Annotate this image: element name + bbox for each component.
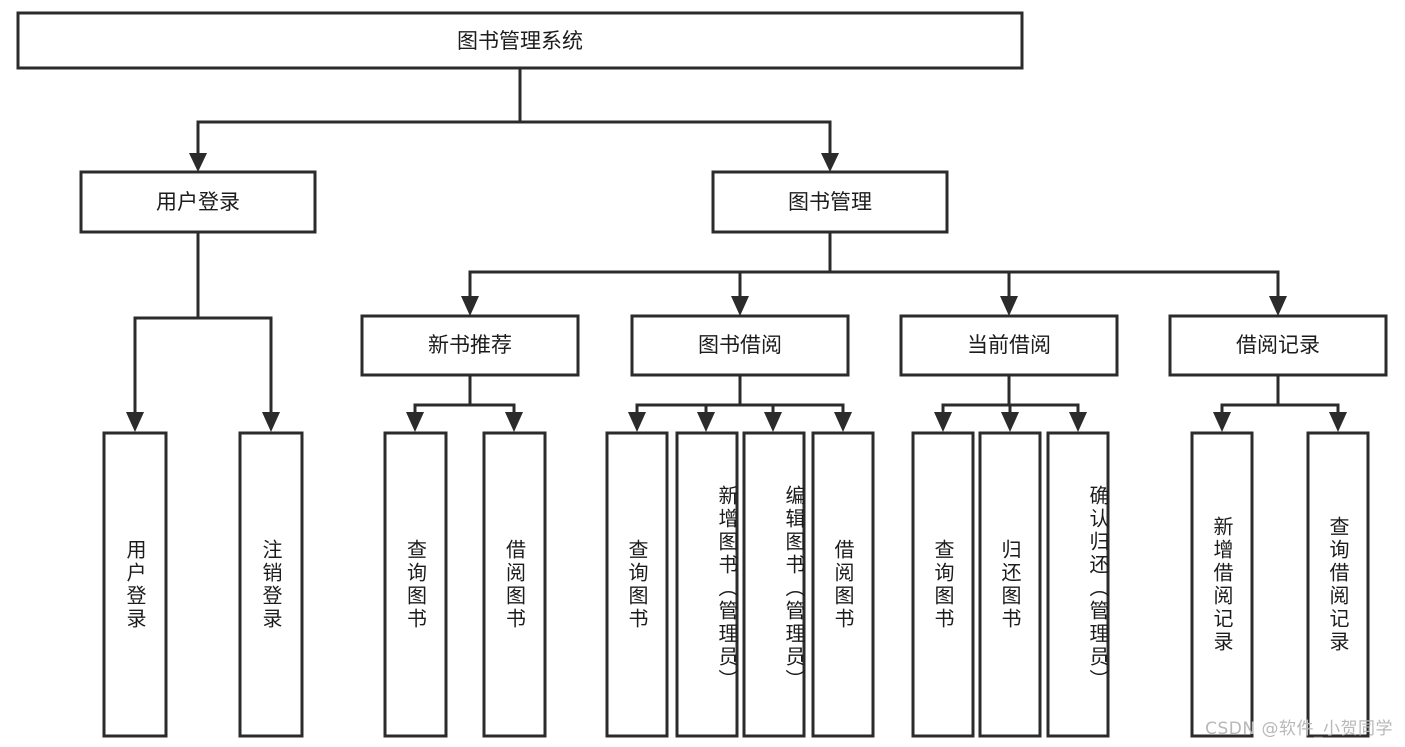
- node-box-leaf-records-0[interactable]: [1190, 431, 1254, 738]
- arrowhead-current-leaf-1: [1001, 412, 1019, 432]
- node-box-leaf-user-login-1[interactable]: [238, 431, 304, 738]
- node-box-leaf-new-books-0[interactable]: [383, 431, 448, 738]
- node-box-leaf-borrow-2[interactable]: [742, 431, 806, 738]
- node-box-book-manage[interactable]: [711, 170, 949, 234]
- node-box-book-borrow[interactable]: [630, 314, 850, 377]
- node-box-leaf-current-0[interactable]: [911, 431, 975, 738]
- node-label-user-login: 用户登录: [156, 190, 240, 214]
- arrowhead-borrow-leaf-3: [834, 412, 852, 432]
- arrowhead-root-to-books: [821, 153, 839, 172]
- arrowhead-borrow-leaf-0: [628, 412, 646, 432]
- node-box-current-borrow[interactable]: [899, 314, 1119, 377]
- arrowhead-records-leaf-1: [1329, 412, 1347, 432]
- connector-layer: [126, 66, 1347, 432]
- arrowhead-records-leaf-0: [1213, 412, 1231, 432]
- node-label-current-borrow: 当前借阅: [967, 333, 1051, 357]
- node-layer: 图书管理系统 用户登录 图书管理 新书推荐 图书借阅 当前借阅 借阅记录: [16, 11, 1388, 738]
- arrowhead-newbooks-leaf-1: [505, 412, 523, 432]
- arrowhead-books-to-l3-3: [1269, 296, 1287, 316]
- arrowhead-root-to-user: [189, 153, 207, 172]
- arrowhead-books-to-l3-0: [461, 296, 479, 316]
- node-label-borrow-records: 借阅记录: [1236, 333, 1320, 357]
- arrowhead-borrow-leaf-1: [697, 412, 715, 432]
- node-box-borrow-records[interactable]: [1168, 314, 1388, 377]
- node-label-new-books: 新书推荐: [428, 333, 512, 357]
- arrowhead-user-leaf-0: [126, 412, 144, 432]
- arrowhead-current-leaf-0: [934, 412, 952, 432]
- node-box-leaf-current-2[interactable]: [1046, 431, 1110, 738]
- node-box-leaf-user-login-0[interactable]: [102, 431, 168, 738]
- node-box-leaf-borrow-3[interactable]: [811, 431, 875, 738]
- node-box-leaf-records-1[interactable]: [1306, 431, 1370, 738]
- node-box-leaf-current-1[interactable]: [978, 431, 1042, 738]
- node-box-new-books[interactable]: [360, 314, 580, 377]
- node-box-user-login[interactable]: [79, 170, 317, 234]
- node-box-root[interactable]: [16, 11, 1024, 70]
- arrowhead-newbooks-leaf-0: [406, 412, 424, 432]
- node-label-book-borrow: 图书借阅: [698, 333, 782, 357]
- arrowhead-user-leaf-1: [262, 412, 280, 432]
- arrowhead-borrow-leaf-2: [764, 412, 782, 432]
- arrowhead-books-to-l3-1: [731, 296, 749, 316]
- node-label-book-manage: 图书管理: [788, 190, 872, 214]
- arrowhead-current-leaf-2: [1069, 412, 1087, 432]
- arrowhead-books-to-l3-2: [1000, 296, 1018, 316]
- node-box-leaf-borrow-1[interactable]: [675, 431, 739, 738]
- node-box-leaf-new-books-1[interactable]: [482, 431, 547, 738]
- node-box-leaf-borrow-0[interactable]: [605, 431, 669, 738]
- node-label-root: 图书管理系统: [457, 29, 583, 53]
